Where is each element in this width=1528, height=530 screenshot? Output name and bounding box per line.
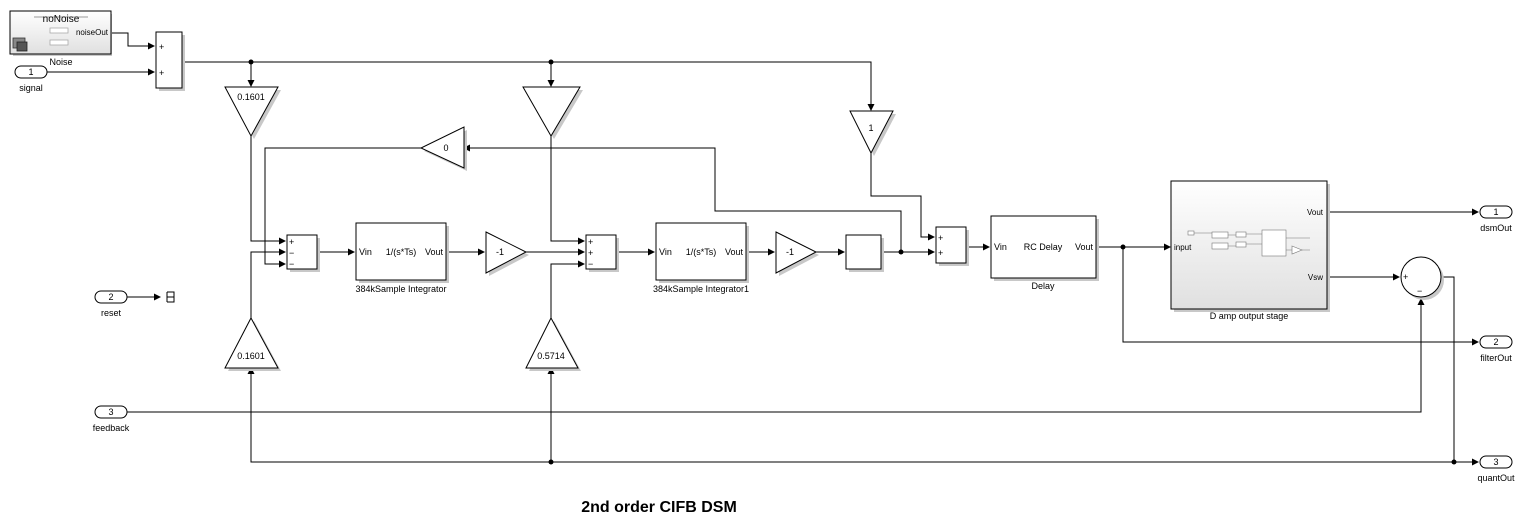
output-stage-subsystem[interactable]: input Vout Vsw D amp output stage <box>1170 180 1330 321</box>
outport-name: quantOut <box>1477 473 1515 483</box>
inport-name: reset <box>101 308 122 318</box>
noise-subsystem[interactable]: noNoise noiseOut Noise <box>9 10 112 67</box>
noise-block-name: Noise <box>49 57 72 67</box>
sum-sign: − <box>588 259 593 269</box>
output-stage-in-port: input <box>1174 243 1192 252</box>
gain-value: -1 <box>496 247 504 257</box>
sum-block-2[interactable]: + + − <box>585 234 619 272</box>
inport-number: 2 <box>108 292 113 302</box>
sum-sign: + <box>938 233 943 243</box>
gain-a2[interactable]: 0.5714 <box>525 316 581 371</box>
inport-number: 1 <box>28 67 33 77</box>
inport-name: feedback <box>93 423 130 433</box>
gain-value: 0 <box>443 143 448 153</box>
output-stage-vsw-port: Vsw <box>1308 273 1323 282</box>
gain-feedback-zero[interactable]: 0 <box>419 126 467 171</box>
gain-value: -1 <box>786 247 794 257</box>
output-stage-name: D amp output stage <box>1210 311 1289 321</box>
outport-filterOut[interactable]: 2 filterOut <box>1479 335 1513 363</box>
outport-name: dsmOut <box>1480 223 1512 233</box>
integrator-in-port: Vin <box>659 247 672 257</box>
noise-port-label: noiseOut <box>76 28 109 37</box>
sum-sign: + <box>159 42 164 52</box>
sum-sign: + <box>289 237 294 247</box>
inport-signal[interactable]: 1 signal <box>14 65 48 93</box>
sum-sign: − <box>289 259 294 269</box>
delay-name: Delay <box>1031 281 1055 291</box>
outport-name: filterOut <box>1480 353 1512 363</box>
inport-name: signal <box>19 83 43 93</box>
integrator-out-port: Vout <box>725 247 744 257</box>
output-stage-vout-port: Vout <box>1307 208 1324 217</box>
integrator-transfer-fn: 1/(s*Ts) <box>386 247 417 257</box>
sum-sign: − <box>289 248 294 258</box>
sum-sign: + <box>588 237 593 247</box>
integrator-2[interactable]: Vin 1/(s*Ts) Vout 384kSample Integrator1 <box>653 222 749 294</box>
integrator-name: 384kSample Integrator <box>355 284 446 294</box>
wires <box>47 32 1479 466</box>
sum-sign: + <box>588 248 593 258</box>
outport-number: 1 <box>1493 207 1498 217</box>
integrator-in-port: Vin <box>359 247 372 257</box>
sum-sign: + <box>1403 272 1408 282</box>
gain-b3[interactable]: 1 <box>849 110 896 156</box>
delay-in-port: Vin <box>994 242 1007 252</box>
delay-out-port: Vout <box>1075 242 1094 252</box>
noise-block-title: noNoise <box>43 14 80 25</box>
quantizer-block[interactable] <box>845 234 884 272</box>
diagram-title: 2nd order CIFB DSM <box>581 499 737 516</box>
integrator-transfer-fn: 1/(s*Ts) <box>686 247 717 257</box>
outport-quantOut[interactable]: 3 quantOut <box>1477 455 1515 483</box>
sum-sign: + <box>159 68 164 78</box>
outport-number: 3 <box>1493 457 1498 467</box>
gain-b1[interactable]: 0.1601 <box>224 86 281 139</box>
sum-sign: − <box>1417 286 1422 296</box>
gain-value: 0.5714 <box>537 351 565 361</box>
gain-inverter-1[interactable]: -1 <box>485 231 529 276</box>
integrator-out-port: Vout <box>425 247 444 257</box>
sum-block-1[interactable]: + − − <box>286 234 320 272</box>
inport-number: 3 <box>108 407 113 417</box>
gain-b2[interactable] <box>522 86 583 139</box>
integrator-name: 384kSample Integrator1 <box>653 284 749 294</box>
sum-circle-block[interactable]: + − <box>1400 256 1444 300</box>
gain-value: 1 <box>868 123 873 133</box>
outport-dsmOut[interactable]: 1 dsmOut <box>1479 205 1513 233</box>
gain-a1[interactable]: 0.1601 <box>224 316 281 371</box>
inport-feedback[interactable]: 3 feedback <box>93 405 130 433</box>
gain-value: 0.1601 <box>237 351 265 361</box>
gain-inverter-2[interactable]: -1 <box>775 231 819 276</box>
delay-label: RC Delay <box>1024 242 1063 252</box>
inport-reset[interactable]: 2 reset <box>94 290 128 318</box>
terminator[interactable] <box>166 291 175 303</box>
outport-number: 2 <box>1493 337 1498 347</box>
integrator-1[interactable]: Vin 1/(s*Ts) Vout 384kSample Integrator <box>355 222 449 294</box>
delay-block[interactable]: Vin RC Delay Vout Delay <box>990 215 1099 291</box>
sum-sign: + <box>938 248 943 258</box>
gain-value: 0.1601 <box>237 92 265 102</box>
input-sum-block[interactable]: + + <box>155 31 185 91</box>
subsystem-preview-icon <box>1187 229 1310 257</box>
sum-block-3[interactable]: + + <box>935 226 969 266</box>
